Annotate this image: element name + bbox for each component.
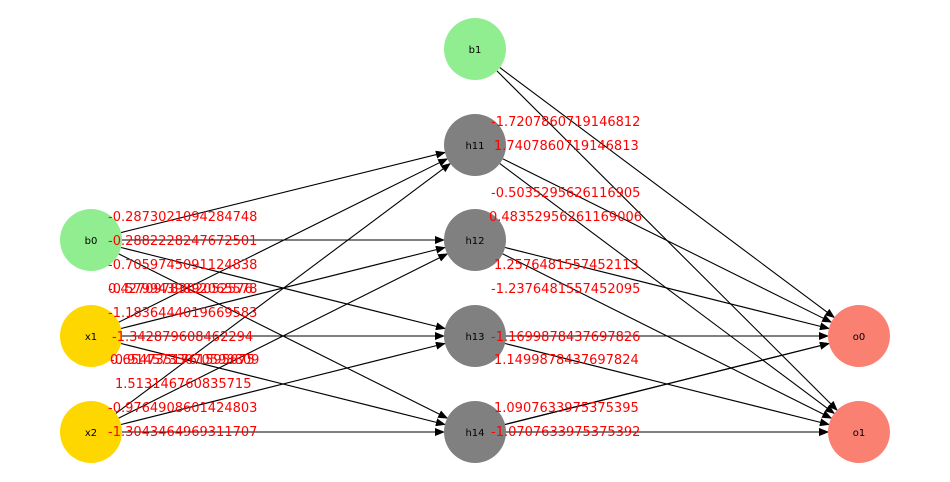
weight-label-x1-h13: -1.342879608462294	[112, 330, 253, 345]
weight-label-x2-h14: -1.3043464969311707	[108, 425, 257, 440]
weight-label-b0-h12: -0.2882228247672501	[108, 234, 257, 249]
node-circle-h14	[444, 401, 506, 463]
node-h13: h13	[444, 305, 506, 367]
node-h14: h14	[444, 401, 506, 463]
weight-label-layer: -0.2873021094284748 -0.2882228247672501 -0…	[108, 115, 642, 440]
weight-label-h14-o1: -1.0707633975375392	[491, 425, 640, 440]
edge-h14-o0	[504, 341, 830, 426]
node-circle-x2	[60, 401, 122, 463]
weight-label-h13-o0: 1.2576481557452113	[494, 258, 639, 273]
weight-label-h11-o1: 1.7407860719146813	[494, 139, 639, 154]
node-label-b0: b0	[85, 236, 98, 247]
weight-label-h11-o0: -1.7207860719146812	[491, 115, 640, 130]
edge-h11-o0	[502, 158, 833, 323]
weight-label-x2-h13: -0.9764908601424803	[108, 401, 257, 416]
weight-label-x1-h11: 0.4270978302052576	[108, 282, 253, 297]
weight-label-b0-h13: -0.7059745091124838	[108, 258, 257, 273]
node-label-h11: h11	[465, 141, 484, 152]
node-h12: h12	[444, 209, 506, 271]
node-circle-h11	[444, 114, 506, 176]
edge-x2-h13	[120, 341, 446, 426]
node-circle-x1	[60, 305, 122, 367]
weight-label-h14-o0: -1.1699878437697826	[491, 330, 640, 345]
weight-label-b0-h14: -0.5799439892065578	[108, 282, 257, 297]
edge-x1-h11	[118, 158, 449, 323]
weight-label-x2-h12: 1.513146760835715	[115, 377, 251, 392]
node-x2: x2	[60, 401, 122, 463]
weight-label-h13-o1: -1.2376481557452095	[491, 282, 640, 297]
node-circle-h12	[444, 209, 506, 271]
node-b1: b1	[444, 18, 506, 80]
node-label-x1: x1	[85, 332, 97, 343]
node-circle-o0	[828, 305, 890, 367]
node-label-h14: h14	[465, 428, 484, 439]
node-h11: h11	[444, 114, 506, 176]
node-circle-h13	[444, 305, 506, 367]
edge-layer	[115, 67, 838, 436]
node-label-b1: b1	[469, 45, 482, 56]
node-circle-o1	[828, 401, 890, 463]
weight-label-b0-h11: -0.2873021094284748	[108, 210, 257, 225]
node-label-o0: o0	[853, 332, 865, 343]
node-circle-b1	[444, 18, 506, 80]
node-circle-b0	[60, 209, 122, 271]
node-o1: o1	[828, 401, 890, 463]
weight-label-x2-h11: -0.9145733070598809	[110, 353, 259, 368]
edge-h12-o0	[504, 246, 830, 331]
node-o0: o0	[828, 305, 890, 367]
edge-b1-o0	[499, 67, 835, 319]
node-x1: x1	[60, 305, 122, 367]
edge-x2-h11	[115, 162, 451, 414]
node-label-h13: h13	[465, 332, 484, 343]
node-label-x2: x2	[85, 428, 97, 439]
weight-label-x1-h14: 0.6547351761595675	[110, 353, 255, 368]
node-b0: b0	[60, 209, 122, 271]
weight-label-x1-h12: -1.1836444019669583	[108, 306, 257, 321]
weight-label-h14-o1: 1.1499878437697824	[494, 353, 639, 368]
node-label-h12: h12	[465, 236, 484, 247]
weight-label-h12-o0: -0.5035295626116905	[491, 186, 640, 201]
node-layer: b1 b0 x1 x2 h11 h12 h13 h14 o0 o1	[60, 18, 890, 463]
weight-label-h14-o0: 1.0907633975375395	[494, 401, 639, 416]
weight-label-h12-o1: 0.48352956261169006	[489, 210, 642, 225]
edge-x2-h12	[118, 253, 449, 419]
node-label-o1: o1	[853, 428, 865, 439]
edge-b0-h11	[120, 150, 446, 234]
